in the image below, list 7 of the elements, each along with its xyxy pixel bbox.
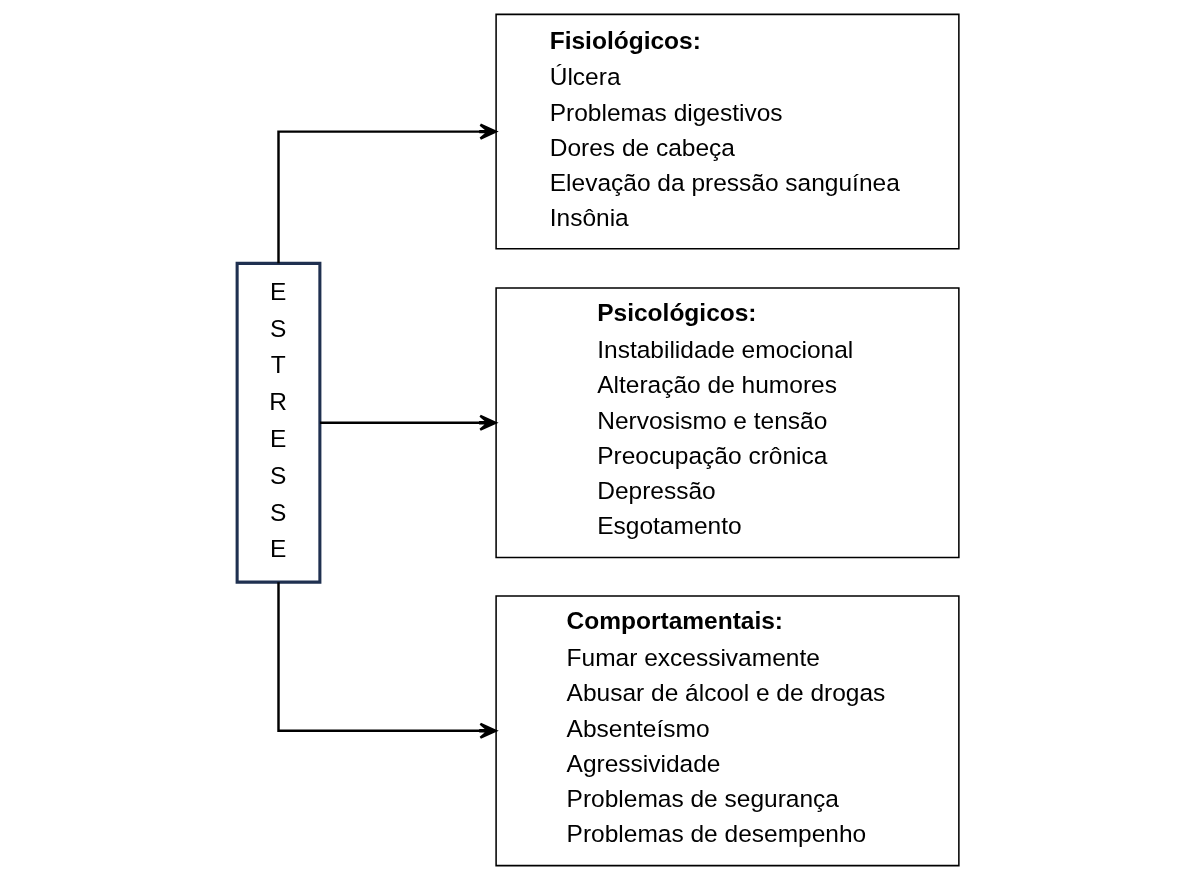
arrow	[276, 123, 497, 264]
node-box: Comportamentais: Fumar excessivamente Abusar de álcool e de drogas Absenteísmo Agressividade Problemas de segurança Problemas de desempenho	[494, 595, 960, 867]
arrow	[276, 582, 497, 739]
node-box: Fisiológicos: Úlcera Problemas digestivos Dores de cabeça Elevação da pressão sanguínea Insônia	[494, 13, 960, 250]
arrow	[319, 414, 497, 431]
node-box: E S T R E S S E	[235, 261, 321, 584]
node-box: Psicológicos: Instabilidade emocional Alteração de humores Nervosismo e tensão Preocupação crônica Depressão Esgotamento	[494, 287, 960, 559]
